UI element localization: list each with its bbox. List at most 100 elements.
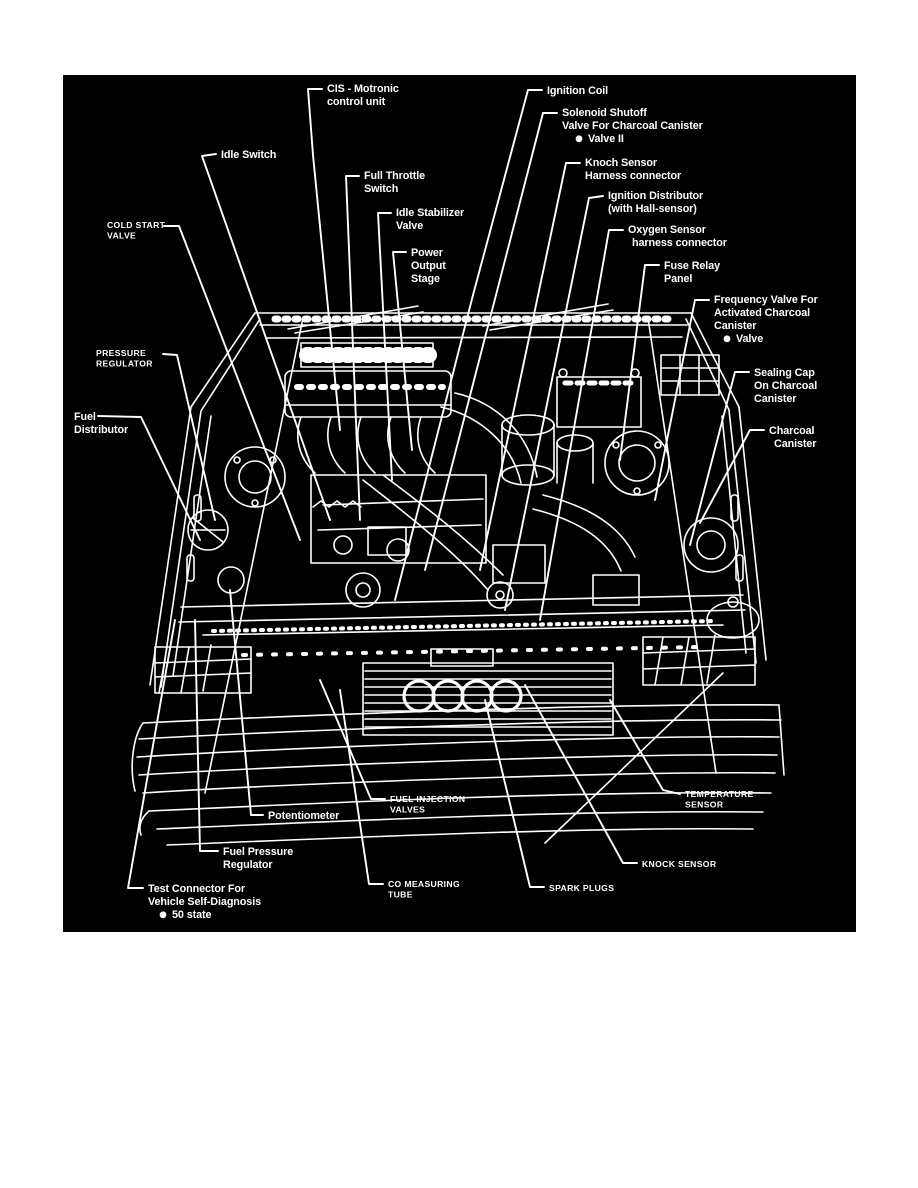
- label-cold-start-valve-line-0: COLD START: [107, 220, 166, 230]
- label-solenoid-shutoff-valve-line-1: Valve For Charcoal Canister: [562, 120, 704, 132]
- label-full-throttle-switch-line-0: Full Throttle: [364, 170, 425, 182]
- leader-line-temperature-sensor: [609, 699, 681, 795]
- label-sealing-cap-on-charcoal-canister-line-0: Sealing Cap: [754, 367, 815, 379]
- label-fuel-injection-valves-line-1: VALVES: [390, 805, 425, 815]
- label-idle-stabilizer-valve-line-1: Valve: [396, 220, 423, 232]
- leader-line-sealing-cap-on-charcoal-canister: [689, 371, 750, 546]
- label-solenoid-shutoff-valve-line-2: Valve II: [588, 133, 624, 145]
- label-spark-plugs-line-0: SPARK PLUGS: [549, 883, 614, 893]
- leader-line-fuse-relay-panel: [619, 264, 660, 461]
- label-fuse-relay-panel-line-1: Panel: [664, 273, 692, 285]
- label-co-measuring-tube-line-1: TUBE: [388, 890, 413, 900]
- leader-line-fuel-pressure-regulator: [194, 619, 219, 852]
- label-frequency-valve-charcoal-canister-line-2: Canister: [714, 320, 757, 332]
- label-sealing-cap-on-charcoal-canister-line-1: On Charcoal: [754, 380, 817, 392]
- label-power-output-stage-line-2: Stage: [411, 273, 440, 285]
- label-knock-sensor-harness-connector-line-0: Knoch Sensor: [585, 157, 658, 169]
- label-pressure-regulator-line-1: REGULATOR: [96, 359, 153, 369]
- label-frequency-valve-charcoal-canister-line-3: Valve: [736, 333, 763, 345]
- label-test-connector-self-diagnosis-line-2: 50 state: [172, 909, 212, 921]
- label-co-measuring-tube-line-0: CO MEASURING: [388, 879, 460, 889]
- label-temperature-sensor-line-0: TEMPERATURE: [685, 789, 754, 799]
- leader-line-test-connector-self-diagnosis: [127, 619, 176, 889]
- leader-line-co-measuring-tube: [339, 689, 384, 885]
- label-knock-sensor-harness-connector-line-1: Harness connector: [585, 170, 682, 182]
- label-temperature-sensor-line-1: SENSOR: [685, 800, 724, 810]
- label-oxygen-sensor-harness-connector-line-1: harness connector: [632, 237, 728, 249]
- leader-line-frequency-valve-charcoal-canister: [654, 299, 710, 501]
- label-fuel-distributor-line-0: Fuel: [74, 411, 96, 423]
- label-fuel-pressure-regulator-line-0: Fuel Pressure: [223, 846, 293, 858]
- label-fuel-injection-valves-line-0: FUEL INJECTION: [390, 794, 465, 804]
- label-fuel-distributor-line-1: Distributor: [74, 424, 129, 436]
- label-ignition-coil: Ignition Coil: [394, 85, 608, 601]
- label-ignition-distributor-line-0: Ignition Distributor: [608, 190, 704, 202]
- leader-line-ignition-coil: [394, 89, 543, 601]
- label-frequency-valve-charcoal-canister-line-0: Frequency Valve For: [714, 294, 819, 306]
- label-cis-motronic-control-unit-line-1: control unit: [327, 96, 386, 108]
- label-fuse-relay-panel-line-0: Fuse Relay: [664, 260, 720, 272]
- label-potentiometer-line-0: Potentiometer: [268, 810, 340, 822]
- leader-line-fuel-distributor: [97, 415, 201, 541]
- leader-line-potentiometer: [229, 589, 264, 816]
- label-idle-stabilizer-valve-line-0: Idle Stabilizer: [396, 207, 465, 219]
- leader-line-fuel-injection-valves: [319, 679, 386, 800]
- label-power-output-stage-line-1: Output: [411, 260, 446, 272]
- label-potentiometer: Potentiometer: [229, 589, 340, 822]
- label-idle-switch-line-0: Idle Switch: [221, 149, 276, 161]
- engine-line-art: [131, 303, 785, 846]
- bullet-dot-icon: [159, 911, 167, 919]
- label-test-connector-self-diagnosis-line-1: Vehicle Self-Diagnosis: [148, 896, 261, 908]
- bullet-dot-icon: [723, 335, 731, 343]
- label-fuel-pressure-regulator-line-1: Regulator: [223, 859, 273, 871]
- leader-line-cold-start-valve: [163, 225, 301, 541]
- audi-rings-icon: [402, 679, 523, 713]
- bullet-dot-icon: [575, 135, 583, 143]
- label-ignition-distributor: Ignition Distributor(with Hall-sensor): [504, 190, 704, 611]
- leader-line-ignition-distributor: [504, 195, 604, 611]
- label-knock-sensor-line-0: KNOCK SENSOR: [642, 859, 717, 869]
- label-cold-start-valve-line-1: VALVE: [107, 231, 136, 241]
- leader-line-idle-switch: [201, 153, 331, 521]
- label-idle-switch: Idle Switch: [201, 149, 331, 521]
- leader-line-full-throttle-switch: [345, 175, 361, 521]
- label-pressure-regulator-line-0: PRESSURE: [96, 348, 146, 358]
- leader-line-knock-sensor: [524, 684, 638, 864]
- label-test-connector-self-diagnosis-line-0: Test Connector For: [148, 883, 246, 895]
- label-solenoid-shutoff-valve-line-0: Solenoid Shutoff: [562, 107, 647, 119]
- label-charcoal-canister-line-0: Charcoal: [769, 425, 815, 437]
- leader-line-cis-motronic-control-unit: [307, 88, 341, 431]
- leader-line-oxygen-sensor-harness-connector: [539, 229, 624, 621]
- leader-line-knock-sensor-harness-connector: [479, 162, 581, 571]
- label-power-output-stage-line-0: Power: [411, 247, 444, 259]
- label-knock-sensor: KNOCK SENSOR: [524, 684, 717, 869]
- label-cis-motronic-control-unit-line-0: CIS - Motronic: [327, 83, 399, 95]
- label-oxygen-sensor-harness-connector-line-0: Oxygen Sensor: [628, 224, 707, 236]
- leader-line-power-output-stage: [392, 251, 413, 451]
- label-ignition-distributor-line-1: (with Hall-sensor): [608, 203, 697, 215]
- leader-line-spark-plugs: [484, 699, 545, 888]
- label-full-throttle-switch-line-1: Switch: [364, 183, 398, 195]
- leader-line-charcoal-canister: [699, 429, 765, 524]
